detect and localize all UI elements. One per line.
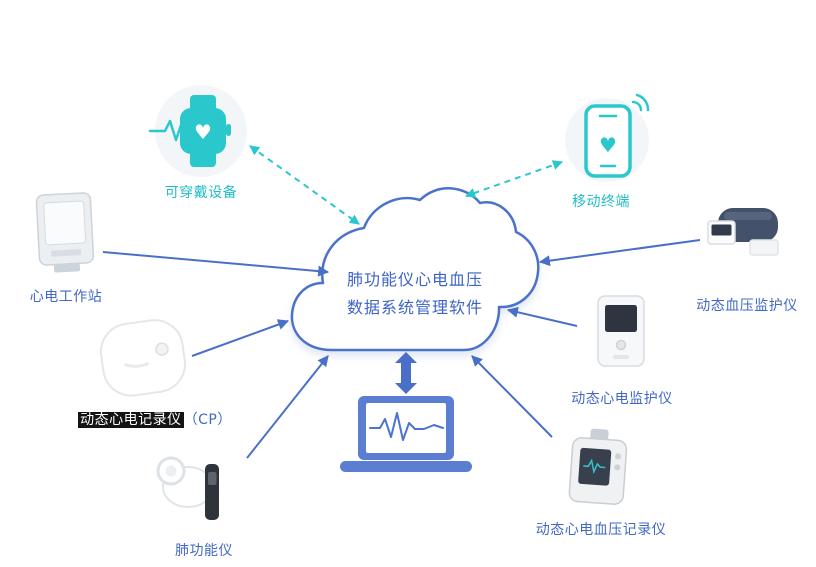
watch-face <box>180 108 226 154</box>
workstation-screen <box>43 200 87 246</box>
ecg-monitor-slot <box>613 355 629 359</box>
ecg-waveform-icon <box>369 412 444 441</box>
arrow-mobile-cloud <box>465 160 563 198</box>
heart-icon: ♥ <box>194 120 212 144</box>
recorder-button-1 <box>615 453 622 460</box>
device-connection-arrows <box>102 239 701 459</box>
laptop-icon <box>340 396 472 472</box>
ecg-bp-recorder-label: 动态心电血压记录仪 <box>535 522 667 538</box>
smartwatch-icon: ♥ <box>148 85 247 177</box>
cp-recorder-label-highlighted: 动态心电记录仪 <box>78 412 184 428</box>
wearable-label: 可穿戴设备 <box>164 185 238 201</box>
spirometer-image <box>156 456 219 520</box>
phone-body <box>584 104 632 178</box>
arrow-cp-recorder-to-cloud <box>191 319 290 357</box>
cp-recorder-button <box>155 342 169 356</box>
ecg-workstation-image <box>35 192 95 273</box>
bp-accessory-box <box>749 239 779 256</box>
ecg-bp-recorder-image <box>568 428 628 505</box>
ecg-monitor-button <box>615 339 627 351</box>
bp-monitor-image <box>707 208 779 256</box>
spirometer-mouthpiece-hole <box>165 465 177 477</box>
arrow-ecg-bp-recorder-to-cloud <box>471 355 553 438</box>
cloud-laptop-sync-arrow <box>395 352 417 394</box>
ecg-monitor-screen <box>605 305 637 332</box>
cloud-title-line1: 肺功能仪心电血压 <box>346 270 483 289</box>
arrow-wearable-cloud <box>249 145 360 225</box>
arrow-bp-monitor-to-cloud <box>538 239 701 267</box>
recorder-screen <box>578 447 612 486</box>
recorder-waveform <box>583 458 606 475</box>
spirometer-display <box>208 472 217 485</box>
workstation-keys <box>51 249 82 257</box>
workstation-label: 心电工作站 <box>29 289 103 305</box>
cp-recorder-image <box>100 319 186 397</box>
mobile-label: 移动终端 <box>572 194 630 210</box>
watch-crown <box>226 124 231 136</box>
ecg-monitor-image <box>597 295 645 367</box>
cloud-title: 肺功能仪心电血压 数据系统管理软件 <box>325 266 505 322</box>
bp-cuff-stripe <box>724 212 772 220</box>
cp-recorder-label: 动态心电记录仪（CP） <box>60 412 250 428</box>
arrow-spirometer-to-cloud <box>246 355 329 459</box>
cp-recorder-body <box>100 319 186 397</box>
recorder-button-2 <box>614 464 621 471</box>
spirometer-label: 肺功能仪 <box>175 543 233 559</box>
arrow-workstation-to-cloud <box>102 251 330 277</box>
laptop-base <box>340 461 472 472</box>
cp-recorder-label-suffix: （CP） <box>183 412 232 428</box>
bp-monitor-label: 动态血压监护仪 <box>696 298 798 314</box>
bp-device-screen <box>711 224 732 236</box>
laptop-screen <box>366 403 446 453</box>
cloud-title-line2: 数据系统管理软件 <box>346 298 483 317</box>
signal-arc-small <box>631 100 643 112</box>
wireless-connection-arrows <box>249 145 563 225</box>
cloud-shape <box>290 187 540 352</box>
ecg-monitor-label: 动态心电监护仪 <box>571 391 673 407</box>
signal-arc-large <box>635 93 650 112</box>
arrow-ecg-monitor-to-cloud <box>506 306 578 327</box>
cp-recorder-slot <box>124 361 150 368</box>
workstation-base <box>53 263 81 273</box>
smartphone-icon: ♥ <box>565 93 650 182</box>
heart-icon: ♥ <box>599 133 617 157</box>
